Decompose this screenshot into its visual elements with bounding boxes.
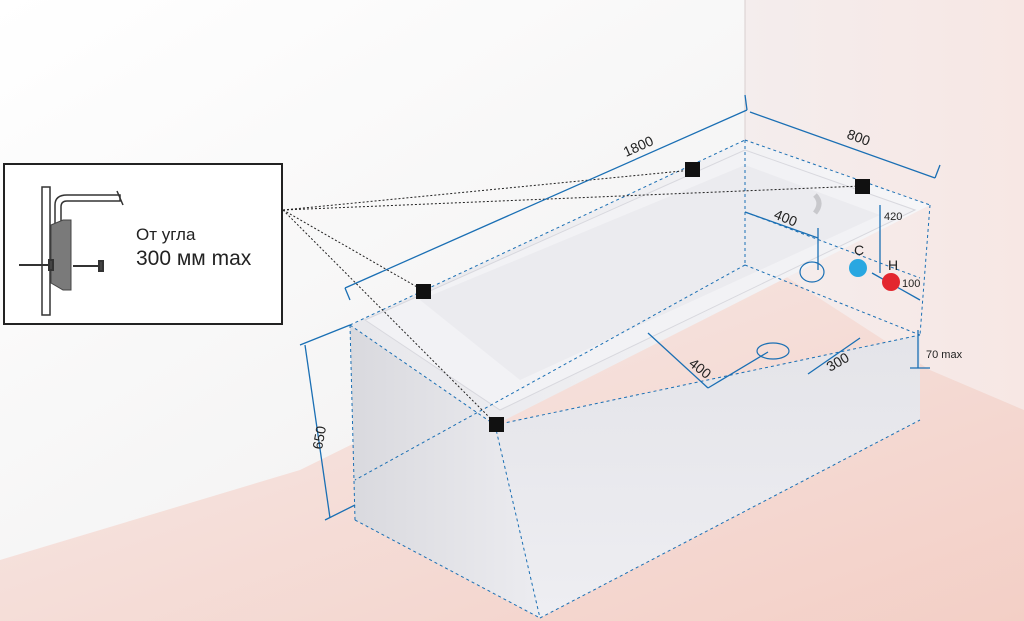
cold-water-label: C	[854, 242, 864, 258]
overflow-fitting	[812, 193, 822, 215]
mounting-bracket	[50, 219, 72, 291]
screw-left	[19, 259, 54, 271]
floor-gap-label: 70 max	[926, 349, 963, 361]
pipe-spacing-label: 100	[902, 278, 920, 290]
floor-drain	[756, 342, 790, 360]
wall-section	[41, 186, 51, 316]
inset-corner-caption: От угла	[136, 225, 196, 244]
mounting-markers	[416, 162, 870, 432]
hot-water-pipe	[882, 273, 900, 291]
pipe-height-label: 420	[884, 211, 902, 223]
overflow-outlet	[799, 261, 825, 283]
height-label: 650	[309, 425, 329, 451]
mount-marker-front-left	[416, 284, 431, 299]
tub-rim-profile	[54, 194, 121, 251]
mounting-detail-inset: От угла 300 мм max	[3, 163, 283, 325]
width-label: 800	[845, 126, 873, 149]
cold-water-pipe	[849, 259, 867, 277]
screw-right	[73, 260, 104, 272]
hidden-edges	[349, 139, 931, 619]
mount-marker-back-left	[685, 162, 700, 177]
rim-edge	[116, 190, 124, 206]
inset-pointer-lines	[282, 169, 863, 425]
inset-distance-caption: 300 мм max	[136, 247, 252, 270]
wall-bracket-drawing	[19, 186, 124, 316]
mount-marker-back-right	[855, 179, 870, 194]
mount-marker-front-corner	[489, 417, 504, 432]
dimension-lines	[299, 94, 941, 521]
hot-water-label: H	[888, 257, 898, 273]
